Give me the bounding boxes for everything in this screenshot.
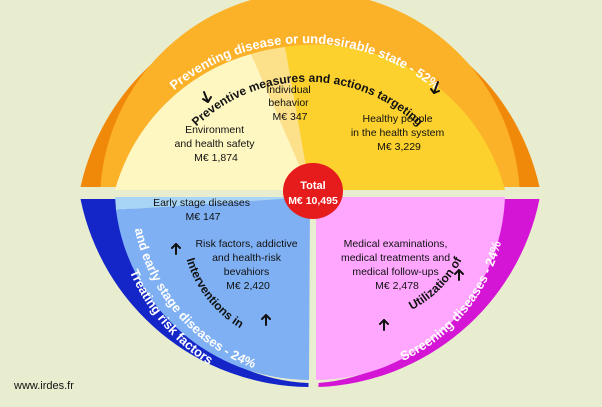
footer-site-link: www.irdes.fr (14, 380, 74, 392)
segment-risk-label: Risk factors, addictive and health-risk … (195, 238, 300, 292)
segment-individual-behavior (251, 47, 310, 190)
segment-environment-label: Environment and health safety M€ 1,874 (175, 124, 258, 164)
arrow-down-icon (202, 91, 212, 103)
segment-individual-label: Individual behavior M€ 347 (266, 84, 313, 123)
segment-early-stage (115, 197, 310, 210)
arrow-up-icon (261, 314, 271, 326)
arrow-down-icon (430, 81, 440, 94)
total-badge (283, 163, 343, 219)
total-title: Total (300, 180, 325, 192)
segment-medical-label: Medical examinations, medical treatments… (341, 238, 453, 292)
arrow-up-icon (379, 319, 389, 331)
segment-early-label: Early stage diseases M€ 147 (153, 197, 253, 223)
segment-healthy-label: Healthy people in the health system M€ 3… (351, 113, 447, 153)
total-value: M€ 10,495 (288, 195, 338, 207)
segment-risk-factors (116, 197, 310, 380)
segment-environment (115, 54, 310, 190)
segment-healthy-people (285, 44, 505, 190)
arrow-up-icon (454, 269, 464, 281)
arrow-up-icon (171, 243, 181, 255)
segment-medical (316, 197, 505, 380)
inner-arc-preventive (100, 0, 520, 187)
